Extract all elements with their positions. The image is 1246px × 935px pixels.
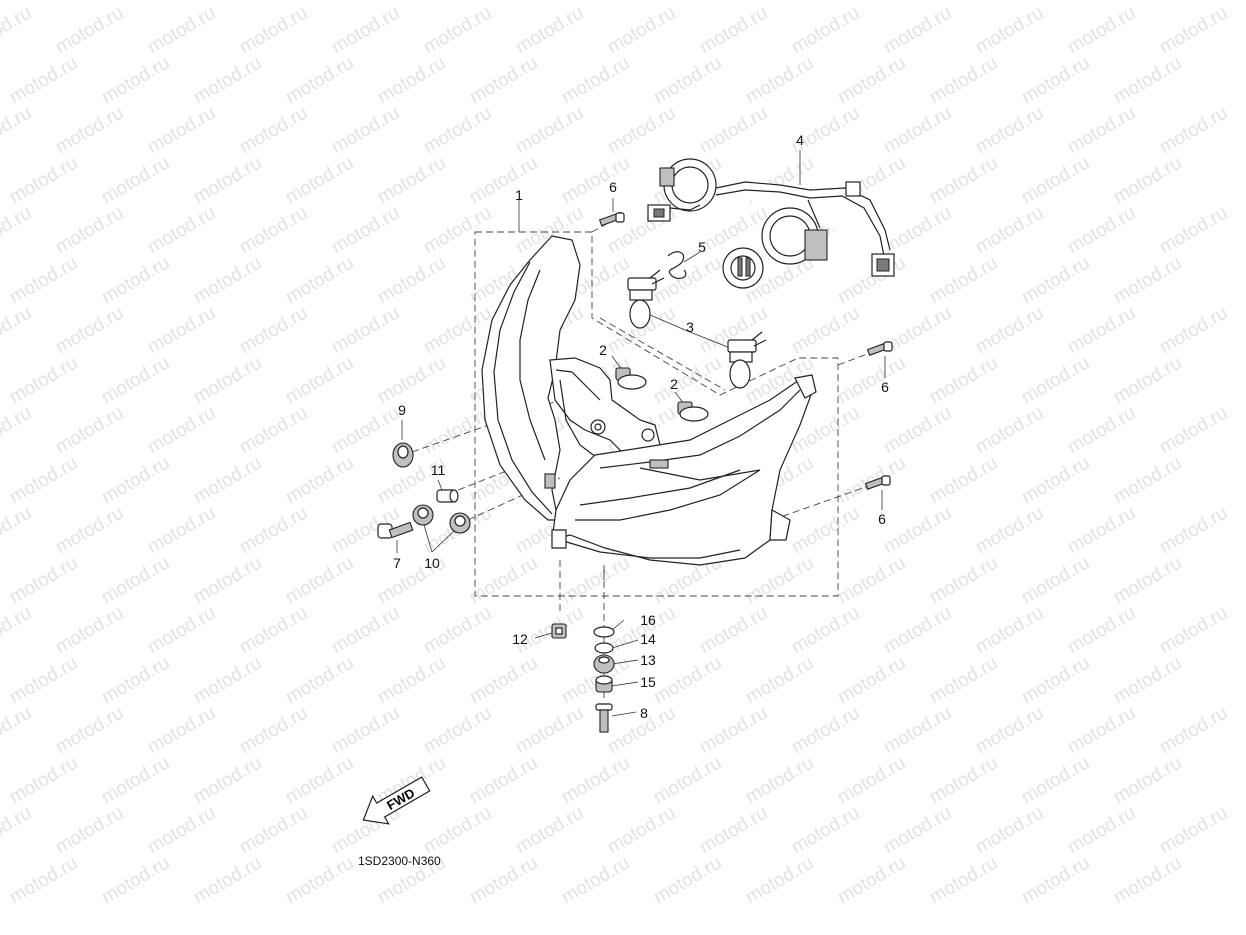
nut-12 bbox=[551, 623, 567, 639]
wire-harness bbox=[647, 158, 895, 289]
callout-9: 9 bbox=[398, 402, 406, 418]
callout-6a: 6 bbox=[609, 179, 617, 195]
callout-2a: 2 bbox=[599, 342, 607, 358]
callout-13: 13 bbox=[640, 652, 656, 668]
callout-12: 12 bbox=[512, 631, 528, 647]
callout-6b: 6 bbox=[881, 379, 889, 395]
callout-1: 1 bbox=[515, 187, 523, 203]
callout-7: 7 bbox=[393, 555, 401, 571]
diagram-code: 1SD2300-N360 bbox=[358, 854, 441, 868]
callout-3: 3 bbox=[686, 319, 694, 335]
callout-6c: 6 bbox=[878, 511, 886, 527]
callout-5: 5 bbox=[698, 239, 706, 255]
callout-4: 4 bbox=[796, 132, 804, 148]
spring-clip bbox=[667, 251, 687, 280]
callout-10: 10 bbox=[424, 555, 440, 571]
assembly-boundary bbox=[474, 231, 839, 597]
screws-6 bbox=[598, 211, 893, 490]
callout-2b: 2 bbox=[670, 376, 678, 392]
bolt-7 bbox=[377, 521, 414, 539]
bulb-left bbox=[627, 269, 665, 329]
collar-11 bbox=[436, 489, 459, 503]
grommet-9 bbox=[392, 442, 414, 468]
callout-11: 11 bbox=[430, 462, 446, 478]
fwd-arrow: FWD bbox=[362, 776, 431, 825]
callout-8: 8 bbox=[640, 705, 648, 721]
callout-14: 14 bbox=[640, 631, 656, 647]
washer-stack bbox=[593, 626, 615, 733]
dampers-10 bbox=[412, 504, 471, 534]
bulb-right bbox=[727, 331, 767, 389]
adjuster-screws bbox=[615, 367, 709, 422]
callout-15: 15 bbox=[640, 674, 656, 690]
callout-16: 16 bbox=[640, 612, 656, 628]
headlight-housing bbox=[481, 235, 817, 566]
